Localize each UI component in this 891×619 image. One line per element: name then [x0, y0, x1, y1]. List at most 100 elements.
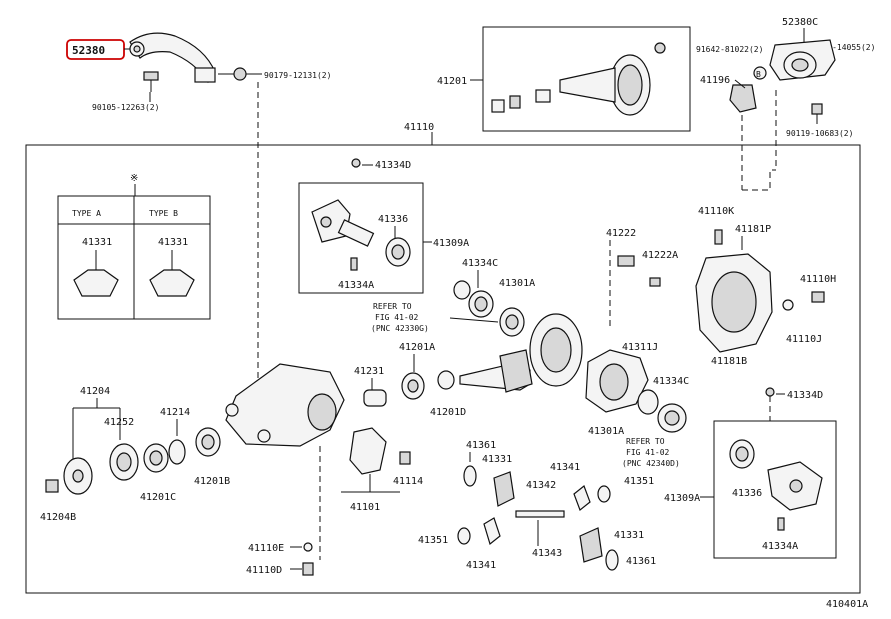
- flange-41204[interactable]: [63, 457, 93, 495]
- label-41201D[interactable]: 41201D: [430, 407, 466, 418]
- rear-cover-part[interactable]: [695, 253, 773, 353]
- label-41201A[interactable]: 41201A: [399, 342, 435, 353]
- label-52380[interactable]: 52380: [72, 44, 105, 57]
- label-41331-bot[interactable]: 41331: [614, 530, 644, 541]
- label-41341-top[interactable]: 41341: [550, 462, 580, 473]
- label-41214[interactable]: 41214: [160, 407, 190, 418]
- label-41301A-top[interactable]: 41301A: [499, 278, 535, 289]
- washer-41196[interactable]: B: [729, 66, 767, 113]
- label-41110K[interactable]: 41110K: [698, 206, 734, 217]
- bolt-41222[interactable]: [617, 255, 635, 267]
- pinion-41341-bot[interactable]: [483, 517, 501, 546]
- label-41181B[interactable]: 41181B: [711, 356, 747, 367]
- bolt-41334A-right[interactable]: [777, 517, 785, 531]
- label-41309A-right[interactable]: 41309A: [664, 493, 700, 504]
- label-41222A[interactable]: 41222A: [642, 250, 678, 261]
- drive-pinion-part[interactable]: [491, 42, 666, 116]
- refer-note-1-line1: REFER TO: [373, 302, 412, 311]
- label-41201C[interactable]: 41201C: [140, 492, 176, 503]
- label-41196[interactable]: 41196: [700, 75, 730, 86]
- spacer-41201D[interactable]: [437, 370, 455, 390]
- bolt-41114[interactable]: [399, 451, 411, 465]
- label-41110J[interactable]: 41110J: [786, 334, 822, 345]
- washer-41334C-top[interactable]: [453, 280, 471, 300]
- label-41231[interactable]: 41231: [354, 366, 384, 377]
- label-41204[interactable]: 41204: [80, 386, 110, 397]
- refer-note-2-line3: (PNC 42340D): [622, 459, 680, 468]
- label-41351-left[interactable]: 41351: [418, 535, 448, 546]
- label-41110D[interactable]: 41110D: [246, 565, 282, 576]
- label-41252[interactable]: 41252: [104, 417, 134, 428]
- label-41101[interactable]: 41101: [350, 502, 380, 513]
- label-41110H[interactable]: 41110H: [800, 274, 836, 285]
- label-41331-type-b[interactable]: 41331: [158, 237, 188, 248]
- label-41114[interactable]: 41114: [393, 476, 423, 487]
- plug-41110K[interactable]: [714, 229, 723, 245]
- spacer-41231[interactable]: [363, 389, 387, 407]
- label-41334A-right[interactable]: 41334A: [762, 541, 798, 552]
- label-41181P[interactable]: 41181P: [735, 224, 771, 235]
- washer-41334C-mid[interactable]: [637, 389, 659, 415]
- bolt-41222A[interactable]: [649, 277, 661, 287]
- label-41351-right[interactable]: 41351: [624, 476, 654, 487]
- companion-flange-right[interactable]: [767, 461, 823, 511]
- label-41334A-top[interactable]: 41334A: [338, 280, 374, 291]
- side-gear-41331-mid[interactable]: [493, 471, 515, 507]
- label-41309A-top[interactable]: 41309A: [433, 238, 469, 249]
- bolt-90105[interactable]: [143, 71, 159, 92]
- label-90105[interactable]: 90105-12263(2): [92, 103, 159, 112]
- washer-41351-right[interactable]: [597, 485, 611, 503]
- label-90119-10683[interactable]: 90119-10683(2): [786, 129, 853, 138]
- washer-41361-top[interactable]: [463, 465, 477, 487]
- center-bearing-part[interactable]: [769, 39, 836, 81]
- pinion-41341-top[interactable]: [573, 485, 591, 511]
- bolt-90179[interactable]: [218, 67, 247, 81]
- label-41201[interactable]: 41201: [437, 76, 467, 87]
- bearing-cap-41101[interactable]: [349, 427, 387, 475]
- label-41361-bot[interactable]: 41361: [626, 556, 656, 567]
- label-41201B[interactable]: 41201B: [194, 476, 230, 487]
- label-41334D-top[interactable]: 41334D: [375, 160, 411, 171]
- plug-41110H[interactable]: [811, 291, 825, 303]
- label-41110E[interactable]: 41110E: [248, 543, 284, 554]
- nut-41204B[interactable]: [45, 479, 59, 493]
- label-41361-top[interactable]: 41361: [466, 440, 496, 451]
- label-41334D-right[interactable]: 41334D: [787, 390, 823, 401]
- label-41311J[interactable]: 41311J: [622, 342, 658, 353]
- side-gear-41331-bot[interactable]: [579, 527, 603, 563]
- gasket-41110E[interactable]: [303, 542, 313, 552]
- ring-gear-pinion-part[interactable]: [459, 313, 583, 393]
- gasket-41110J[interactable]: [782, 299, 794, 311]
- label-41334C-mid[interactable]: 41334C: [653, 376, 689, 387]
- label-41341-bot[interactable]: 41341: [466, 560, 496, 571]
- label-41342[interactable]: 41342: [526, 480, 556, 491]
- label-41331-type-a[interactable]: 41331: [82, 237, 112, 248]
- washer-41361-bot[interactable]: [605, 549, 619, 571]
- nut-41334D-top[interactable]: [351, 158, 361, 168]
- plug-41110D[interactable]: [302, 562, 314, 576]
- label-52380C[interactable]: 52380C: [782, 17, 818, 28]
- bolt-90119-10683[interactable]: [811, 103, 823, 124]
- pinion-gear-type-a[interactable]: [73, 269, 119, 297]
- spacer-41214[interactable]: [168, 439, 186, 465]
- label-41336-right[interactable]: 41336: [732, 488, 762, 499]
- label-41336-top[interactable]: 41336: [378, 214, 408, 225]
- label-41343[interactable]: 41343: [532, 548, 562, 559]
- label-41110[interactable]: 41110: [404, 122, 434, 133]
- label-90179[interactable]: 90179-12131(2): [264, 71, 331, 80]
- companion-flange-top[interactable]: [311, 199, 375, 247]
- washer-41351-left[interactable]: [457, 527, 471, 545]
- label-91642[interactable]: 91642-81022(2): [696, 45, 763, 54]
- support-bracket-part[interactable]: [129, 32, 216, 84]
- nut-41334D-right[interactable]: [765, 387, 775, 397]
- label-90119-14055[interactable]: 90119-14055(2): [808, 43, 875, 52]
- bolt-41334A-top[interactable]: [350, 257, 358, 271]
- carrier-housing-part[interactable]: [225, 363, 345, 447]
- label-41222[interactable]: 41222: [606, 228, 636, 239]
- pinion-gear-type-b[interactable]: [149, 269, 195, 297]
- label-41301A-mid[interactable]: 41301A: [588, 426, 624, 437]
- shaft-41342[interactable]: [515, 510, 565, 518]
- label-41331-mid[interactable]: 41331: [482, 454, 512, 465]
- label-41334C-top[interactable]: 41334C: [462, 258, 498, 269]
- label-41204B[interactable]: 41204B: [40, 512, 76, 523]
